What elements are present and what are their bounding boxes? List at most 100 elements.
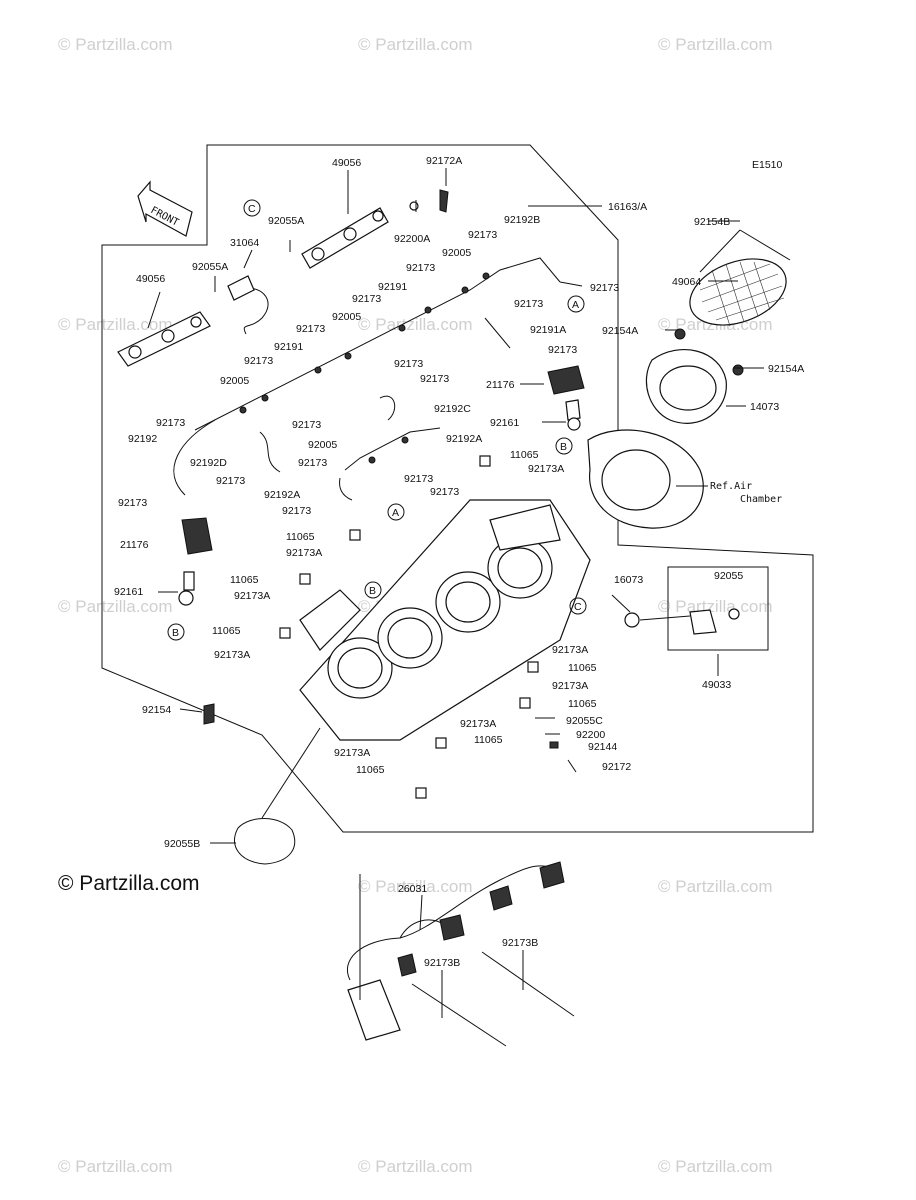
part-label: 11065 [474, 734, 503, 746]
part-label: 92005 [220, 375, 249, 387]
part-label: 92005 [442, 247, 471, 259]
watermark: © Partzilla.com [58, 315, 173, 334]
part-label: 92161 [114, 586, 143, 598]
part-label: 11065 [510, 449, 539, 461]
part-label: 92154B [694, 216, 730, 228]
cable-ties-92173B [411, 951, 575, 1047]
front-arrow: FRONT [137, 180, 193, 237]
part-label: 14073 [750, 401, 779, 413]
callout-b-center: B [364, 581, 382, 599]
part-label: 92173 [216, 475, 245, 487]
part-label: 92173 [430, 486, 459, 498]
sensor-21176-upper [547, 365, 585, 431]
part-label: 92192B [504, 214, 540, 226]
part-label: 92173 [420, 373, 449, 385]
part-label: 49064 [672, 276, 701, 288]
fuel-rail-upper [301, 172, 449, 269]
part-label: 11065 [230, 574, 259, 586]
part-label: 92173 [590, 282, 619, 294]
part-label: 92173 [298, 457, 327, 469]
part-label: 92192A [264, 489, 300, 501]
watermark: © Partzilla.com [658, 597, 773, 616]
part-label: 92154A [768, 363, 804, 375]
part-label: 92173 [244, 355, 273, 367]
part-label: 92144 [588, 741, 617, 753]
callout-a-bottom: A [387, 503, 405, 521]
part-label: 92172A [426, 155, 462, 167]
part-label: 21176 [486, 379, 515, 391]
part-label: 92173 [296, 323, 325, 335]
part-label: 92173A [214, 649, 250, 661]
part-label: 11065 [286, 531, 315, 543]
part-label: 92055 [714, 570, 743, 582]
air-filter-49064 [689, 229, 791, 327]
part-label: 92172 [602, 761, 631, 773]
part-label: 92055B [164, 838, 200, 850]
part-label: 92055C [566, 715, 603, 727]
part-label: 92173 [404, 473, 433, 485]
part-label: 92173A [334, 747, 370, 759]
watermark: © Partzilla.com [358, 315, 473, 334]
sensor-49033 [624, 608, 740, 635]
part-label: 92200 [576, 729, 605, 741]
ref-note: Ref.Air [710, 481, 752, 492]
part-label: 92192 [128, 433, 157, 445]
part-label: 92173A [552, 644, 588, 656]
part-label: 21176 [120, 539, 149, 551]
assembly-boundary [101, 144, 814, 833]
callout-c-right: C [569, 597, 587, 615]
part-label: 92191 [274, 341, 303, 353]
ref-note: Chamber [740, 494, 782, 505]
callout-c-top: C [243, 199, 261, 217]
part-label: 92173 [468, 229, 497, 241]
watermark: © Partzilla.com [658, 877, 773, 896]
watermark: © Partzilla.com [58, 597, 173, 616]
part-label: 92192A [446, 433, 482, 445]
part-label: 11065 [568, 698, 597, 710]
part-label: 92173 [352, 293, 381, 305]
part-label: 49033 [702, 679, 731, 691]
air-chamber-reference [587, 429, 704, 529]
part-label: 92173A [552, 680, 588, 692]
part-label: 92154A [602, 325, 638, 337]
part-label: 92154 [142, 704, 171, 716]
part-label: 31064 [230, 237, 259, 249]
part-label: 92173 [292, 419, 321, 431]
part-label: 11065 [568, 662, 597, 674]
watermark: © Partzilla.com [658, 1157, 773, 1176]
part-label: 11065 [356, 764, 385, 776]
diagram-code: E1510 [752, 159, 783, 171]
callout-label: B [369, 585, 376, 597]
callout-label: A [392, 507, 399, 519]
part-label: 92191A [530, 324, 566, 336]
part-label: 92173 [514, 298, 543, 310]
part-label: 92173 [548, 344, 577, 356]
part-label: 49056 [136, 273, 165, 285]
fuel-rail-left [117, 291, 211, 367]
part-label: 16163/A [608, 201, 647, 213]
o-ring-92055B [233, 818, 296, 865]
part-label: 11065 [212, 625, 241, 637]
part-label: 92173A [234, 590, 270, 602]
watermark: © Partzilla.com [58, 35, 173, 54]
part-label: 92173A [460, 718, 496, 730]
part-label: 92192D [190, 457, 227, 469]
callout-label: B [172, 627, 179, 639]
part-label: 92055A [268, 215, 304, 227]
part-label: 92173A [286, 547, 322, 559]
part-label: 49056 [332, 157, 361, 169]
callout-b-right: B [555, 437, 573, 455]
part-label: 92173B [502, 937, 538, 949]
part-label: 92173 [394, 358, 423, 370]
callout-label: C [248, 203, 256, 215]
part-label: 92005 [308, 439, 337, 451]
throttle-body-assembly [299, 499, 591, 741]
callout-label: C [574, 601, 582, 613]
watermark: © Partzilla.com [358, 35, 473, 54]
sensor-21176-left [178, 517, 213, 606]
part-label: 92173A [528, 463, 564, 475]
part-label: 92192C [434, 403, 471, 415]
part-label: 92200A [394, 233, 430, 245]
watermark: © Partzilla.com [358, 877, 473, 896]
watermark: © Partzilla.com [358, 1157, 473, 1176]
